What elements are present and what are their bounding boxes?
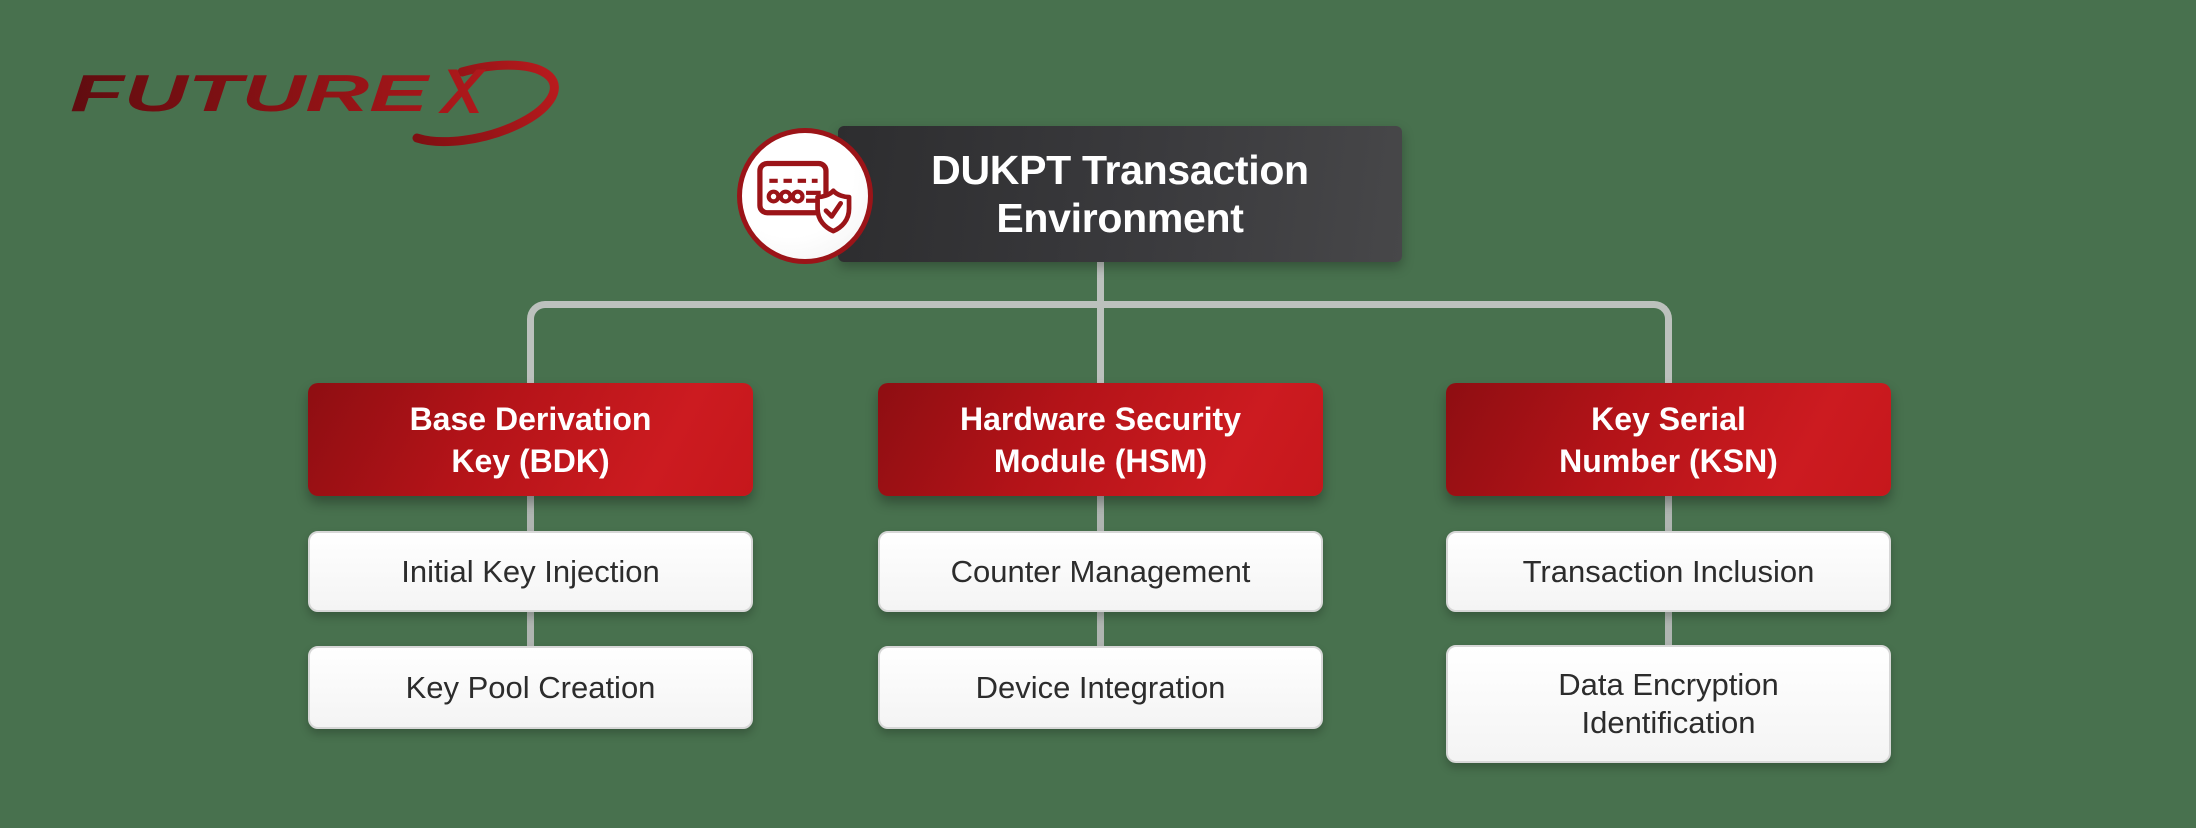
node-bdk-line1: Base Derivation xyxy=(409,400,652,437)
logo-swoosh xyxy=(412,60,559,147)
node-ksn-line1: Key Serial xyxy=(1591,400,1746,437)
node-ksn-line2: Number (KSN) xyxy=(1559,442,1778,479)
payment-card-shield-icon xyxy=(757,160,852,234)
connector-hsm-item2 xyxy=(1097,610,1104,648)
card-dot-3 xyxy=(790,189,805,204)
connector-bdk-item1 xyxy=(527,492,534,534)
node-counter-management: Counter Management xyxy=(878,531,1323,612)
node-bdk: Base Derivation Key (BDK) xyxy=(308,383,753,496)
node-hsm-line1: Hardware Security xyxy=(959,400,1241,437)
card-dot-2 xyxy=(778,189,793,204)
node-data-encryption-identification-line1: Data Encryption xyxy=(1558,667,1779,702)
node-initial-key-injection: Initial Key Injection xyxy=(308,531,753,612)
node-device-integration: Device Integration xyxy=(878,646,1323,729)
connector-bdk-item2 xyxy=(527,610,534,648)
card-dot-1 xyxy=(766,189,781,204)
node-initial-key-injection-label: Initial Key Injection xyxy=(401,553,660,589)
connector-bracket xyxy=(527,301,1672,387)
node-data-encryption-identification-line2: Identification xyxy=(1581,705,1756,740)
connector-hsm-item1 xyxy=(1097,492,1104,534)
node-bdk-line2: Key (BDK) xyxy=(451,442,610,479)
futurex-logo-x: X xyxy=(438,57,487,127)
connector-ksn-item1 xyxy=(1665,492,1672,534)
card-shield-badge xyxy=(737,128,873,264)
node-key-pool-creation: Key Pool Creation xyxy=(308,646,753,729)
futurex-logo-text: FUTURE xyxy=(70,65,430,123)
connector-root-stem xyxy=(1097,258,1104,388)
connector-ksn-item2 xyxy=(1665,610,1672,648)
root-node-dukpt: DUKPT Transaction Environment xyxy=(838,126,1402,262)
node-device-integration-label: Device Integration xyxy=(975,669,1226,705)
shield-glyph xyxy=(815,188,852,234)
node-hsm-line2: Module (HSM) xyxy=(993,442,1208,479)
node-key-pool-creation-label: Key Pool Creation xyxy=(405,669,656,705)
root-title-line1: DUKPT Transaction xyxy=(931,147,1309,193)
node-transaction-inclusion-label: Transaction Inclusion xyxy=(1522,553,1815,589)
node-hsm: Hardware Security Module (HSM) xyxy=(878,383,1323,496)
checkmark-icon xyxy=(823,200,844,219)
node-ksn: Key Serial Number (KSN) xyxy=(1446,383,1891,496)
node-transaction-inclusion: Transaction Inclusion xyxy=(1446,531,1891,612)
root-title-line2: Environment xyxy=(996,195,1244,241)
futurex-logo: FUTURE X xyxy=(70,57,559,147)
node-data-encryption-identification: Data Encryption Identification xyxy=(1446,645,1891,763)
node-counter-management-label: Counter Management xyxy=(950,553,1251,589)
